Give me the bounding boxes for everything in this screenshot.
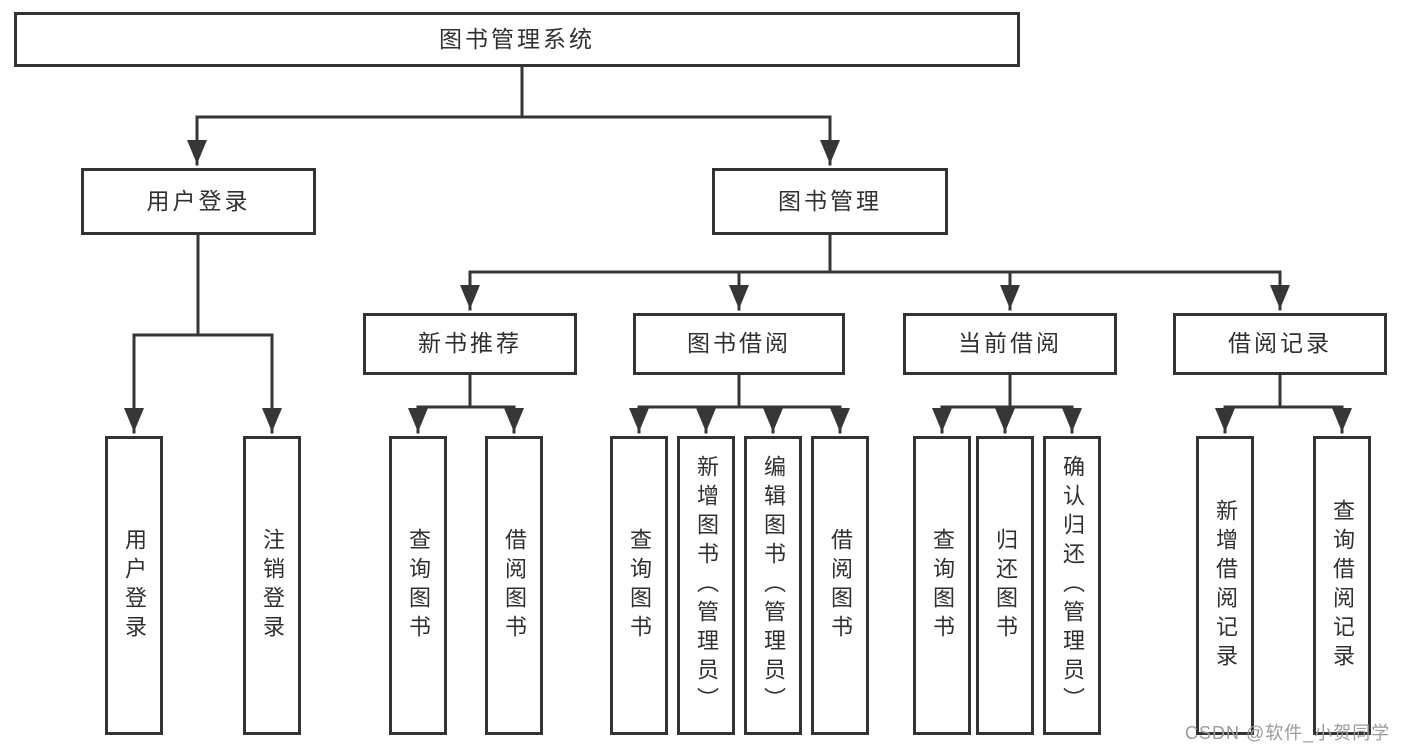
- node-new-book-recommend: 新书推荐: [363, 313, 577, 375]
- leaf-edit-book-admin: 编辑图书（管理员）: [744, 436, 802, 735]
- connector-root-to-level2: [187, 65, 840, 166]
- leaf-add-borrow-record: 新增借阅记录: [1196, 436, 1254, 735]
- leaf-borrow-books-borrowing: 借阅图书: [811, 436, 869, 735]
- leaf-query-books-recommend: 查询图书: [389, 436, 447, 735]
- node-library-management-system: 图书管理系统: [14, 12, 1020, 67]
- leaf-borrow-books-recommend: 借阅图书: [485, 436, 543, 735]
- node-borrowing-records: 借阅记录: [1173, 313, 1387, 375]
- leaf-query-borrow-record: 查询借阅记录: [1313, 436, 1371, 735]
- leaf-confirm-return-admin: 确认归还（管理员）: [1043, 436, 1101, 735]
- leaf-user-login: 用户登录: [105, 436, 163, 735]
- leaf-add-book-admin: 新增图书（管理员）: [677, 436, 735, 735]
- connector-book-borrowing-children: [629, 373, 850, 434]
- watermark: CSDN @软件_小贺同学: [1185, 723, 1391, 743]
- leaf-query-books-current: 查询图书: [913, 436, 971, 735]
- node-book-borrowing: 图书借阅: [633, 313, 845, 375]
- node-user-login: 用户登录: [81, 168, 316, 235]
- leaf-return-book: 归还图书: [976, 436, 1034, 735]
- node-current-borrowing: 当前借阅: [903, 313, 1117, 375]
- leaf-query-books-borrowing: 查询图书: [610, 436, 668, 735]
- connector-borrowing-records-children: [1215, 373, 1352, 434]
- connector-current-borrowing-children: [932, 373, 1082, 434]
- connector-book-management-children: [460, 233, 1290, 311]
- connector-user-login-children: [124, 233, 282, 434]
- connector-new-book-recommend-children: [408, 373, 524, 434]
- node-book-management: 图书管理: [712, 168, 948, 235]
- leaf-logout: 注销登录: [243, 436, 301, 735]
